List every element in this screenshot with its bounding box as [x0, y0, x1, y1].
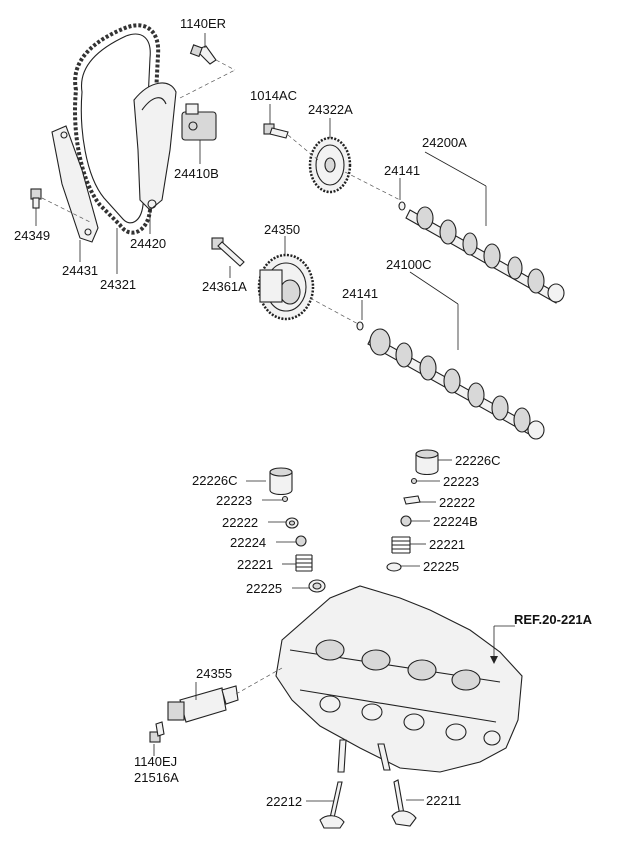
label-22221-right: 22221: [429, 537, 465, 552]
label-22222-left: 22222: [222, 515, 258, 530]
label-24431: 24431: [62, 263, 98, 278]
label-24141-bottom: 24141: [342, 286, 378, 301]
label-24349: 24349: [14, 228, 50, 243]
label-22226c-left: 22226C: [192, 473, 238, 488]
valve-train-right: [386, 449, 439, 572]
label-24141-top: 24141: [384, 163, 420, 178]
exhaust-camshaft: [398, 201, 565, 304]
label-22223-left: 22223: [216, 493, 252, 508]
label-24322a: 24322A: [308, 102, 353, 117]
bolt-1140ej: [149, 721, 165, 743]
label-1014ac: 1014AC: [250, 88, 297, 103]
label-24355: 24355: [196, 666, 232, 681]
label-22212: 22212: [266, 794, 302, 809]
chain-tensioner: [181, 103, 217, 141]
exhaust-cam-sprocket: [308, 136, 352, 194]
cylinder-head: [275, 585, 523, 773]
label-22225-left: 22225: [246, 581, 282, 596]
reference-arrow: [490, 656, 498, 664]
label-22224b: 22224B: [433, 514, 478, 529]
bolt-1140er: [189, 44, 217, 65]
label-22223-right: 22223: [443, 474, 479, 489]
label-1140ej: 1140EJ: [134, 754, 177, 769]
label-24200a: 24200A: [422, 135, 467, 150]
label-22225-right: 22225: [423, 559, 459, 574]
label-1140er: 1140ER: [180, 16, 226, 31]
label-21516a: 21516A: [134, 770, 179, 785]
bolt-24361a: [211, 237, 245, 267]
chain-guide-left: [51, 125, 99, 243]
intake-cvvt-sprocket: [257, 253, 315, 321]
label-24350: 24350: [264, 222, 300, 237]
bolt-1014ac: [263, 123, 289, 139]
label-24420: 24420: [130, 236, 166, 251]
intake-valve: [391, 779, 417, 827]
tensioner-arm: [133, 82, 177, 211]
label-22211: 22211: [426, 793, 461, 808]
label-24100c: 24100C: [386, 257, 432, 272]
label-22224: 22224: [230, 535, 266, 550]
label-22222-right: 22222: [439, 495, 475, 510]
label-reference: REF.20-221A: [514, 612, 593, 627]
bolt-24349: [30, 188, 42, 209]
leader-lines: [35, 33, 515, 802]
part-labels: 1140ER 1014AC 24322A 24200A 24141 24410B…: [14, 16, 593, 809]
label-24321: 24321: [100, 277, 136, 292]
label-24361a: 24361A: [202, 279, 247, 294]
label-22221-left: 22221: [237, 557, 273, 572]
exhaust-valve: [319, 781, 345, 829]
label-24410b: 24410B: [174, 166, 219, 181]
oil-control-valve: [167, 685, 239, 723]
intake-camshaft: [356, 321, 545, 440]
valve-train-left: [269, 467, 326, 593]
label-22226c-right: 22226C: [455, 453, 501, 468]
valve-guides: [337, 739, 391, 773]
